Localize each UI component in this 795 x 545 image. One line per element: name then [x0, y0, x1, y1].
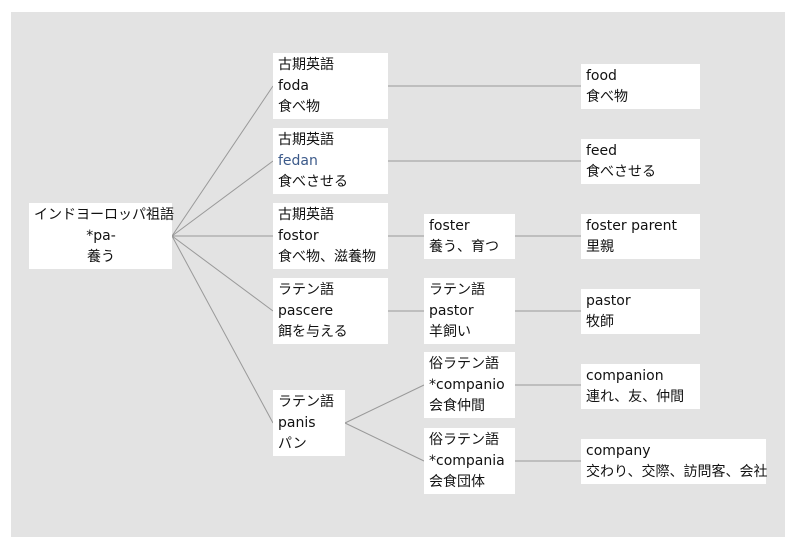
- node-word: *companio: [429, 377, 505, 393]
- node-label: 古期英語: [278, 57, 334, 73]
- node-word: food: [586, 68, 617, 84]
- node-meaning: パン: [278, 436, 307, 452]
- node-lat2: ラテン語 panis パン: [273, 390, 345, 456]
- node-mid4: ラテン語 pastor 羊飼い: [424, 278, 515, 344]
- node-meaning: 食べ物: [586, 89, 628, 105]
- node-mid5: 俗ラテン語 *companio 会食仲間: [424, 352, 515, 418]
- node-word: fedan: [278, 153, 318, 169]
- node-oe3: 古期英語 fostor 食べ物、滋養物: [273, 203, 388, 269]
- node-out4: pastor 牧師: [581, 289, 700, 334]
- node-meaning: 会食団体: [429, 474, 485, 490]
- node-label: インドヨーロッパ祖語: [34, 207, 174, 223]
- node-out2: feed 食べさせる: [581, 139, 700, 184]
- link-lat2-mid5: [344, 384, 425, 424]
- node-meaning: 牧師: [586, 314, 614, 330]
- node-meaning: 交わり、交際、訪問客、会社: [586, 464, 768, 480]
- link-root-lat2: [171, 235, 274, 424]
- node-word: pastor: [429, 303, 474, 319]
- node-word: foster: [429, 218, 470, 234]
- node-word: feed: [586, 143, 618, 159]
- node-meaning: 食べさせる: [278, 174, 348, 190]
- node-word: foster parent: [586, 218, 677, 234]
- node-meaning: 餌を与える: [278, 324, 348, 340]
- node-mid3: foster 養う、育つ: [424, 214, 515, 259]
- node-word: *pa-: [86, 228, 116, 244]
- node-label: 俗ラテン語: [429, 432, 499, 448]
- node-label: 俗ラテン語: [429, 356, 499, 372]
- node-mid6: 俗ラテン語 *compania 会食団体: [424, 428, 515, 494]
- node-word: fostor: [278, 228, 319, 244]
- node-oe1: 古期英語 foda 食べ物: [273, 53, 388, 119]
- node-meaning: 里親: [586, 239, 614, 255]
- node-word: panis: [278, 415, 316, 431]
- link-root-oe2: [171, 160, 274, 237]
- node-label: ラテン語: [278, 282, 334, 298]
- link-root-lat1: [171, 235, 274, 312]
- node-meaning: 養う: [87, 249, 115, 265]
- node-meaning: 食べ物: [278, 99, 320, 115]
- node-word: pascere: [278, 303, 334, 319]
- node-meaning: 食べ物、滋養物: [278, 249, 376, 265]
- link-root-oe1: [171, 85, 274, 237]
- node-lat1: ラテン語 pascere 餌を与える: [273, 278, 388, 344]
- node-word: *compania: [429, 453, 505, 469]
- node-word: foda: [278, 78, 309, 94]
- node-meaning: 会食仲間: [429, 398, 485, 414]
- node-oe2: 古期英語 fedan 食べさせる: [273, 128, 388, 194]
- node-out1: food 食べ物: [581, 64, 700, 109]
- node-word: companion: [586, 368, 664, 384]
- node-meaning: 食べさせる: [586, 164, 656, 180]
- node-word: company: [586, 443, 651, 459]
- node-meaning: 連れ、友、仲間: [586, 389, 685, 405]
- node-label: 古期英語: [278, 207, 334, 223]
- node-label: 古期英語: [278, 132, 334, 148]
- node-out5: companion 連れ、友、仲間: [581, 364, 700, 409]
- node-out3: foster parent 里親: [581, 214, 700, 259]
- node-meaning: 羊飼い: [429, 324, 471, 340]
- node-word: pastor: [586, 293, 631, 309]
- node-root: インドヨーロッパ祖語 *pa- 養う: [29, 203, 174, 269]
- node-out6: company 交わり、交際、訪問客、会社: [581, 439, 768, 484]
- link-lat2-mid6: [344, 422, 425, 462]
- node-label: ラテン語: [429, 282, 485, 298]
- node-meaning: 養う、育つ: [429, 239, 499, 255]
- node-label: ラテン語: [278, 394, 334, 410]
